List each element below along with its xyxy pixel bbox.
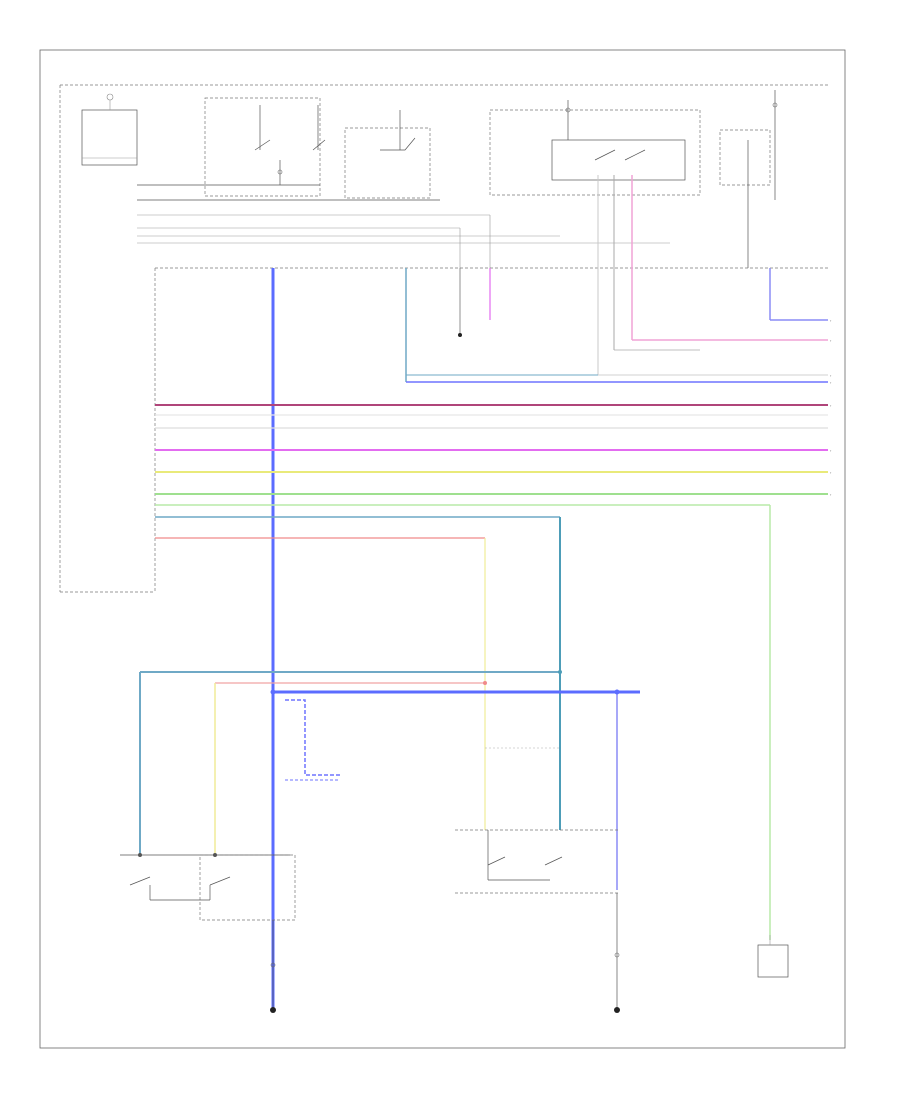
diagram-frame [39,49,846,1049]
splice-dot [213,853,217,857]
switch-icon [544,856,563,866]
connector-arrow-icon: › [830,492,832,497]
bottom-left-switch-assembly [120,854,296,1013]
connector-arrow-icon: › [830,380,832,385]
splice-dot [614,689,620,695]
right-edge-connectors: › › › › › › › › [830,318,832,497]
middle-relay-group [344,110,431,199]
bottom-right-sensor [757,935,789,978]
right-relay-box [489,100,701,196]
connector-arrow-icon: › [830,373,832,378]
far-right-fuse [719,90,778,268]
control-lines [137,184,670,268]
passenger-switch-group [204,97,326,197]
ground-symbol-icon [614,1007,620,1013]
fuse-icon [614,952,620,958]
connector-arrow-icon: › [830,448,832,453]
fuse-icon [277,169,283,175]
top-left-module [81,93,138,166]
switch-icon [594,149,616,161]
fuse-icon [270,962,276,968]
connector-arrow-icon: › [830,403,832,408]
switch-icon [624,149,646,161]
ground-symbol-icon [270,1007,276,1013]
fuse-icon [772,102,778,108]
splice-dot [558,670,562,674]
ground-symbol-icon [458,333,462,337]
blue-dashed-detour [285,699,340,776]
module-ground-icon [106,93,114,101]
fuse-icon [565,107,571,113]
connector-arrow-icon: › [830,318,832,323]
splice-dot [138,853,142,857]
splice-dot [270,689,276,695]
switch-icon [312,139,326,151]
bottom-center-switch-assembly [455,829,620,1013]
connector-arrow-icon: › [830,470,832,475]
connector-arrow-icon: › [830,338,832,343]
relay-icon [380,137,416,151]
switch-icon [209,876,231,886]
switch-icon [129,876,151,886]
switch-icon [254,139,271,151]
splice-dot [483,681,487,685]
switch-icon [487,856,506,866]
